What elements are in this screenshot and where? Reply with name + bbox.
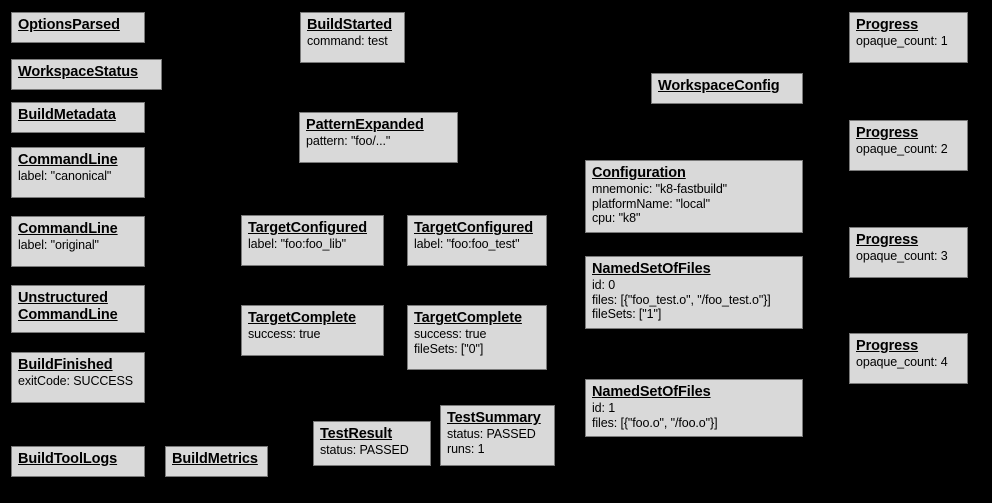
node-title: WorkspaceConfig [658, 78, 780, 94]
node-title: OptionsParsed [18, 17, 120, 33]
node-fields: label: "foo:foo_test" [414, 237, 520, 251]
node-fields: pattern: "foo/..." [306, 134, 391, 148]
node-title: CommandLine [18, 152, 118, 168]
node-fields: command: test [307, 34, 388, 48]
node-fields: opaque_count: 1 [856, 34, 948, 48]
node-fields: label: "original" [18, 238, 99, 252]
node-title: WorkspaceStatus [18, 64, 138, 80]
node-title: Unstructured CommandLine [18, 290, 118, 323]
node-title: TestSummary [447, 410, 541, 426]
node-title: PatternExpanded [306, 117, 424, 133]
node-title: BuildStarted [307, 17, 393, 33]
node-title: TestResult [320, 426, 393, 442]
node-unstructured-cmdline[interactable]: Unstructured CommandLine [11, 285, 145, 333]
node-build-metadata[interactable]: BuildMetadata [11, 102, 145, 133]
node-title: BuildMetadata [18, 107, 116, 123]
node-title: TargetConfigured [248, 220, 367, 236]
node-title: TargetConfigured [414, 220, 533, 236]
node-fields: id: 1 files: [{"foo.o", "/foo.o"}] [592, 401, 718, 430]
node-workspace-status[interactable]: WorkspaceStatus [11, 59, 162, 90]
node-title: Progress [856, 232, 919, 248]
node-title: TargetComplete [248, 310, 356, 326]
node-fields: exitCode: SUCCESS [18, 374, 134, 388]
node-fields: mnemonic: "k8-fastbuild" platformName: "… [592, 182, 728, 225]
node-options-parsed[interactable]: OptionsParsed [11, 12, 145, 43]
node-fields: id: 0 files: [{"foo_test.o", "/foo_test.… [592, 278, 771, 321]
node-fields: opaque_count: 3 [856, 249, 948, 263]
node-title: BuildMetrics [172, 451, 258, 467]
node-title: NamedSetOfFiles [592, 384, 711, 400]
node-fields: status: PASSED [320, 443, 409, 457]
node-title: TargetComplete [414, 310, 522, 326]
node-build-metrics[interactable]: BuildMetrics [165, 446, 268, 477]
node-title: CommandLine [18, 221, 118, 237]
node-fields: opaque_count: 2 [856, 142, 948, 156]
node-fields: status: PASSED runs: 1 [447, 427, 536, 456]
node-title: BuildToolLogs [18, 451, 118, 467]
node-fields: success: true [248, 327, 321, 341]
node-title: BuildFinished [18, 357, 113, 373]
node-fields: label: "foo:foo_lib" [248, 237, 346, 251]
node-title: Progress [856, 125, 919, 141]
node-fields: opaque_count: 4 [856, 355, 948, 369]
node-title: Progress [856, 17, 919, 33]
node-title: Progress [856, 338, 919, 354]
node-title: Configuration [592, 165, 686, 181]
node-workspace-config[interactable]: WorkspaceConfig [651, 73, 803, 104]
node-fields: label: "canonical" [18, 169, 112, 183]
node-title: NamedSetOfFiles [592, 261, 711, 277]
node-fields: success: true fileSets: ["0"] [414, 327, 487, 356]
node-build-tool-logs[interactable]: BuildToolLogs [11, 446, 145, 477]
